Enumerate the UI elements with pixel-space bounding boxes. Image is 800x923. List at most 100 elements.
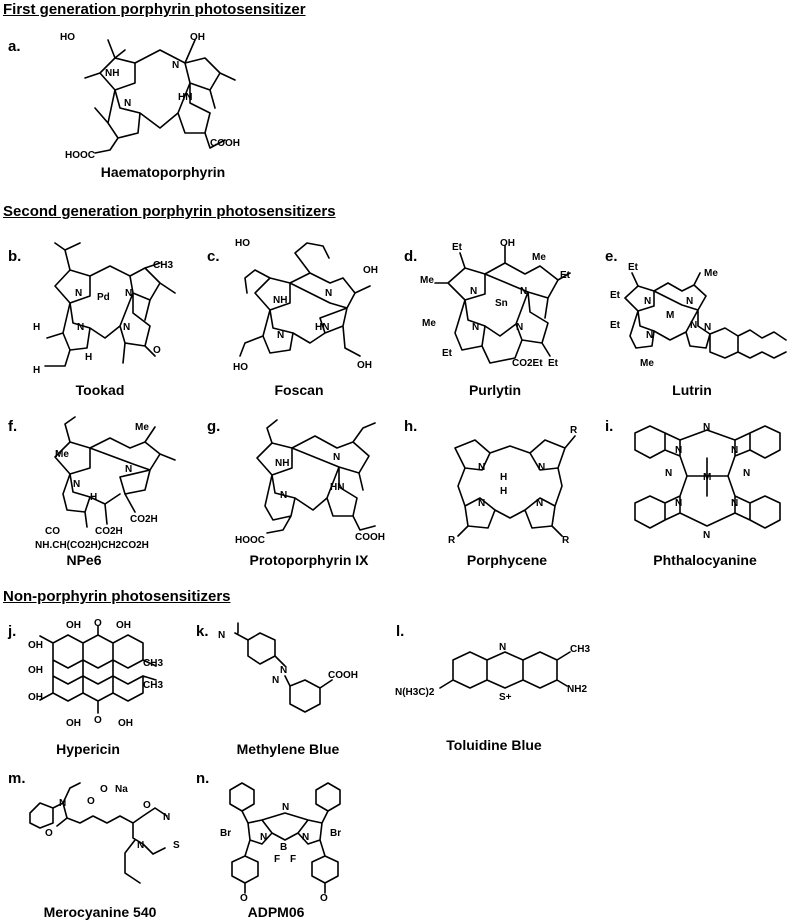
atom-h: H — [85, 352, 92, 363]
structure-adpm06: Br N N N B F F Br O O — [220, 782, 341, 903]
atom-hooc: HOOC — [65, 150, 95, 161]
structure-protoporphyrin: NH N N HN HOOC COOH — [235, 419, 385, 546]
atom-me: Me — [420, 275, 434, 286]
atom-h: H — [90, 492, 97, 503]
atom-ch3: CH3 — [143, 680, 163, 691]
atom-m: M — [703, 472, 711, 483]
name-foscan: Foscan — [274, 382, 324, 398]
structure-npe6: Me Me N N H CO2H CO2H CO NH.CH(CO2H)CH2C… — [35, 416, 176, 551]
atom-n: N — [703, 422, 710, 433]
atom-n: N — [675, 498, 682, 509]
atom-n: N — [137, 840, 144, 851]
atom-nh: NH — [275, 458, 289, 469]
atom-n: N — [536, 498, 543, 509]
atom-n: N — [163, 812, 170, 823]
label-m: m. — [8, 770, 26, 787]
atom-na: Na — [115, 784, 128, 795]
structure-tookad: Pd N N N N CH3 H H O H — [33, 242, 176, 376]
label-a: a. — [8, 38, 21, 55]
atom-s: S+ — [499, 692, 512, 703]
atom-me: Me — [640, 358, 654, 369]
atom-n: N — [333, 452, 340, 463]
atom-n: N — [644, 296, 651, 307]
label-e: e. — [605, 248, 618, 265]
atom-o: O — [153, 345, 161, 356]
atom-co: CO — [45, 526, 60, 537]
name-merocyanine: Merocyanine 540 — [43, 904, 157, 920]
atom-oh: OH — [28, 665, 43, 676]
atom-h: H — [500, 486, 507, 497]
atom-n: N — [280, 490, 287, 501]
atom-n: N — [280, 665, 287, 676]
atom-oh: OH — [190, 32, 205, 43]
atom-n: N — [686, 296, 693, 307]
atom-n: N — [538, 462, 545, 473]
name-methylene-blue: Methylene Blue — [236, 741, 340, 757]
atom-h: H — [500, 472, 507, 483]
atom-n: N — [260, 832, 267, 843]
atom-et: Et — [628, 262, 639, 273]
name-tookad: Tookad — [75, 382, 125, 398]
structure-phthalocyanine: N N N N M N N N N — [634, 422, 781, 541]
atom-n: N — [302, 832, 309, 843]
label-k: k. — [196, 623, 209, 640]
label-g: g. — [207, 418, 221, 435]
label-n: n. — [196, 770, 210, 787]
atom-side-chain: NH.CH(CO2H)CH2CO2H — [35, 540, 149, 551]
atom-n-dimethyl: N(H3C)2 — [395, 687, 435, 698]
atom-cooh: COOH — [210, 138, 240, 149]
atom-o: O — [240, 893, 248, 903]
label-f: f. — [8, 418, 18, 435]
atom-oh: OH — [28, 692, 43, 703]
name-toluidine-blue: Toluidine Blue — [446, 737, 542, 753]
section-heading-first-generation: First generation porphyrin photosensitiz… — [3, 1, 306, 18]
atom-et: Et — [548, 358, 559, 369]
atom-br: Br — [220, 828, 231, 839]
atom-r: R — [570, 425, 578, 436]
atom-hn: HN — [178, 92, 192, 103]
atom-ch3: CH3 — [153, 260, 173, 271]
name-protoporphyrin: Protoporphyrin IX — [249, 552, 369, 568]
atom-n: N — [124, 98, 131, 109]
structure-foscan: HO OH NH N HN N HO OH — [233, 238, 378, 373]
atom-n: N — [731, 445, 738, 456]
name-purlytin: Purlytin — [468, 382, 522, 398]
atom-et: Et — [560, 270, 571, 281]
atom-et: Et — [610, 290, 621, 301]
structure-haematoporphyrin: HO OH NH N N HN HOOC COOH — [60, 32, 240, 161]
atom-n: N — [75, 288, 82, 299]
atom-n: N — [478, 498, 485, 509]
atom-n: N — [646, 330, 653, 341]
atom-me: Me — [422, 318, 436, 329]
atom-nh: NH — [273, 295, 287, 306]
atom-oh: OH — [116, 620, 131, 631]
atom-n: N — [704, 322, 711, 333]
structure-methylene-blue: N N N COOH — [218, 622, 358, 713]
atom-n: N — [478, 462, 485, 473]
atom-oh: OH — [500, 238, 515, 249]
atom-n: N — [277, 330, 284, 341]
atom-oh: OH — [357, 360, 372, 371]
atom-cooh: COOH — [355, 532, 385, 543]
atom-oh: OH — [66, 620, 81, 631]
atom-ho: HO — [60, 32, 75, 43]
atom-hn: HN — [330, 482, 344, 493]
atom-et: Et — [442, 348, 453, 359]
atom-oh: OH — [66, 718, 81, 729]
atom-n: N — [675, 445, 682, 456]
atom-m: M — [666, 310, 674, 321]
label-c: c. — [207, 248, 220, 265]
atom-n: N — [59, 798, 66, 809]
atom-n: N — [520, 286, 527, 297]
name-lutrin: Lutrin — [672, 382, 712, 398]
atom-pd: Pd — [97, 292, 110, 303]
atom-n: N — [499, 642, 506, 653]
structure-toluidine-blue: N CH3 N(H3C)2 S+ NH2 — [395, 642, 590, 703]
atom-ho: HO — [235, 238, 250, 249]
atom-oh: OH — [28, 640, 43, 651]
label-j: j. — [8, 623, 17, 640]
atom-n: N — [743, 468, 750, 479]
atom-oh: OH — [118, 718, 133, 729]
atom-ho: HO — [233, 362, 248, 373]
section-heading-second-generation: Second generation porphyrin photosensiti… — [3, 203, 336, 220]
